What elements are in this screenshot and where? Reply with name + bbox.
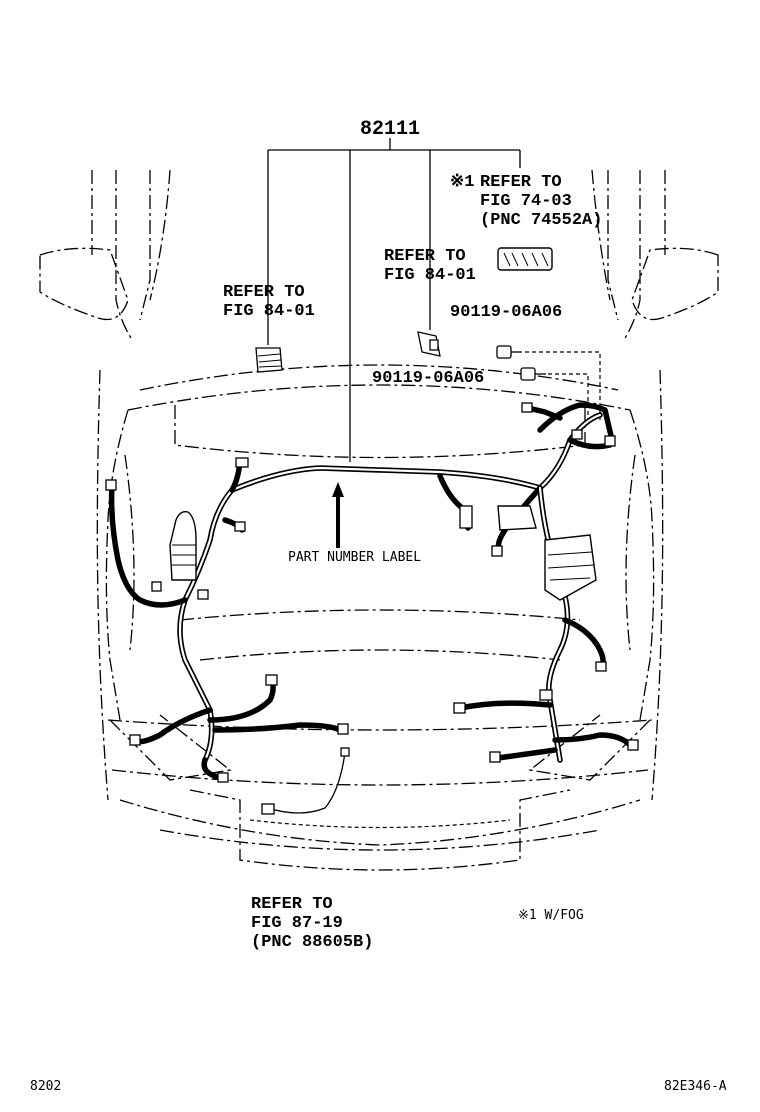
part-number-label-arrow bbox=[332, 482, 344, 548]
harness-connectors bbox=[105, 402, 639, 815]
right-upper-bracket bbox=[497, 505, 537, 531]
right-refer-line-3: (PNC 74552A) bbox=[480, 211, 602, 230]
engine-wire-harness bbox=[108, 402, 633, 814]
bolt-lower-label: 90119-06A06 bbox=[372, 369, 484, 388]
bolt-upper-icon bbox=[496, 345, 601, 420]
main-part-number: 82111 bbox=[360, 118, 420, 141]
footer-right-code: 82E346-A bbox=[664, 1079, 727, 1094]
left-refer-line-2: FIG 84-01 bbox=[223, 302, 315, 321]
right-relay-block bbox=[544, 534, 597, 601]
left-refer-line-1: REFER TO bbox=[223, 283, 305, 302]
footer-left-code: 8202 bbox=[30, 1079, 61, 1094]
right-refer-line-1: REFER TO bbox=[480, 173, 562, 192]
bolt-upper-label: 90119-06A06 bbox=[450, 303, 562, 322]
bottom-refer-line-1: REFER TO bbox=[251, 895, 333, 914]
fog-note-mark: ※1 bbox=[450, 173, 474, 192]
fog-footnote: ※1 W/FOG bbox=[518, 908, 584, 923]
center-refer-line-1: REFER TO bbox=[384, 247, 466, 266]
text-labels: 82111 REFER TO FIG 84-01 REFER TO FIG 84… bbox=[30, 118, 727, 1094]
left-relay-block bbox=[169, 510, 197, 581]
center-refer-line-2: FIG 84-01 bbox=[384, 266, 476, 285]
vehicle-body-outline bbox=[39, 169, 719, 871]
connector-fog-refer bbox=[497, 247, 553, 271]
part-82111-leader bbox=[267, 138, 521, 462]
connector-left-refer bbox=[255, 347, 283, 373]
connector-center-refer bbox=[417, 331, 441, 357]
right-refer-line-2: FIG 74-03 bbox=[480, 192, 572, 211]
part-number-label-text: PART NUMBER LABEL bbox=[288, 550, 421, 565]
bottom-refer-line-2: FIG 87-19 bbox=[251, 914, 343, 933]
bottom-refer-line-3: (PNC 88605B) bbox=[251, 933, 373, 952]
